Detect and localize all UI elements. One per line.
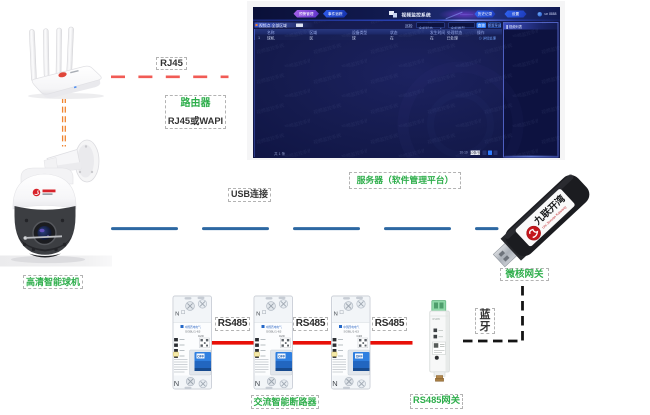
svg-text:RS485: RS485 bbox=[433, 318, 441, 321]
